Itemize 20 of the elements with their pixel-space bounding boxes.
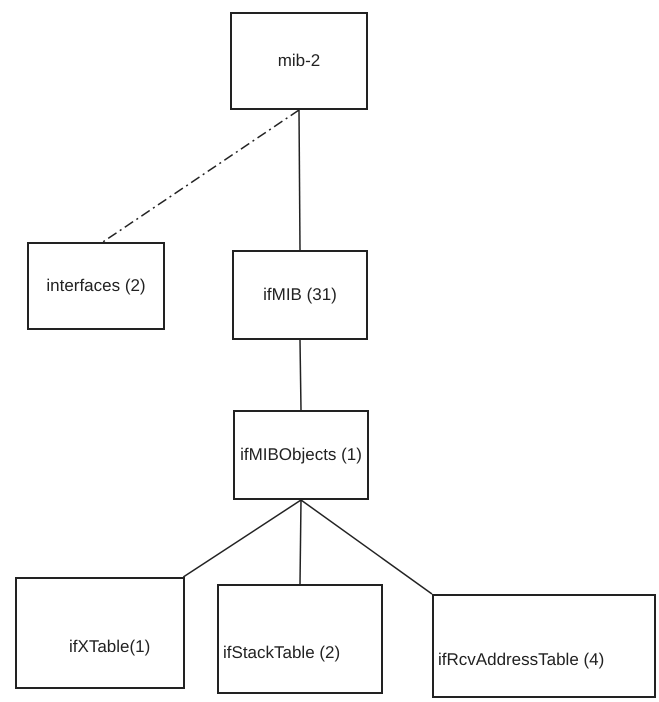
node-label: ifMIB (31) <box>262 284 338 306</box>
tree-node-box <box>27 242 165 330</box>
tree-node-box <box>230 12 368 110</box>
connector-line <box>299 500 302 584</box>
node-label: ifMIBObjects (1) <box>239 444 363 466</box>
node-label: interfaces (2) <box>45 275 147 297</box>
node-label: mib-2 <box>276 50 322 72</box>
tree-node-box <box>15 577 185 689</box>
connector-line <box>182 499 302 578</box>
tree-node-box <box>217 584 383 694</box>
node-label: ifXTable(1) <box>68 636 152 658</box>
tree-node-box <box>233 410 369 500</box>
node-label: ifRcvAddressTable (4) <box>437 649 606 671</box>
tree-node-box <box>232 250 368 340</box>
connector-line <box>299 340 302 410</box>
tree-node-box <box>432 594 656 698</box>
dashed-connector <box>102 109 300 243</box>
node-label: ifStackTable (2) <box>222 642 342 664</box>
connector-line <box>298 110 301 250</box>
connector-line <box>300 499 432 595</box>
